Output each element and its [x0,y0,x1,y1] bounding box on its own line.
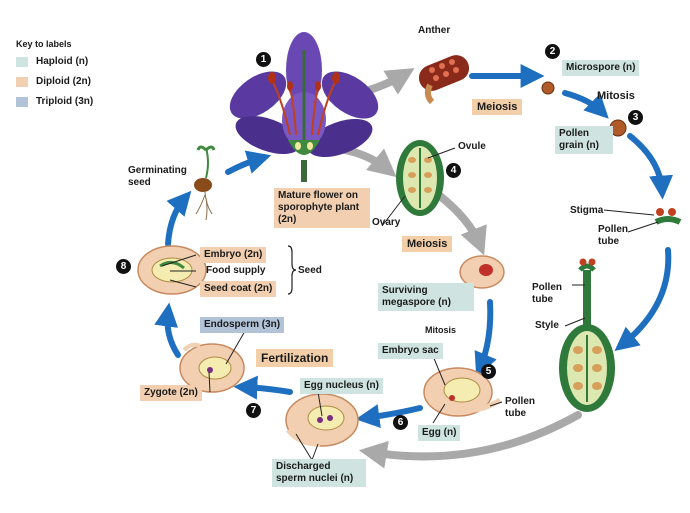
key-title: Key to labels [16,38,72,50]
gray-arrow-flower-to-ovule [345,150,388,170]
surviving-megaspore-label: Surviving megaspore (n) [378,283,474,311]
step-5-badge: 5 [481,364,496,379]
pollen-grain-label: Pollen grain (n) [555,126,613,154]
egg-nucleus-label: Egg nucleus (n) [300,378,383,394]
key-swatch-triploid [16,97,28,107]
step-6-badge: 6 [393,415,408,430]
step-3-badge: 3 [628,110,643,125]
seed-coat-label: Seed coat (2n) [200,281,276,297]
step-4-badge: 4 [446,163,461,178]
key-swatch-haploid [16,57,28,67]
anther-illustration [415,51,473,102]
key-label-triploid: Triploid (3n) [36,96,93,108]
anther-label: Anther [418,25,450,37]
step-8-badge: 8 [116,259,131,274]
fertilization-illustration [286,394,358,446]
mitosis-mid-label: Mitosis [425,324,456,336]
microspore-illustration [542,82,554,94]
arrow-stigma-to-style [622,250,668,345]
seed-brace [288,246,296,294]
mitosis-top-label: Mitosis [597,90,635,102]
stigma-illustration [656,208,680,222]
meiosis-top-label: Meiosis [472,99,522,115]
ovary-label: Ovary [372,217,400,229]
embryo-sac-label: Embryo sac [378,343,443,359]
discharged-sperm-label: Discharged sperm nuclei (n) [272,459,366,487]
key-label-haploid: Haploid (n) [36,56,88,68]
arrow-sac-to-fert [365,408,420,418]
egg-label: Egg (n) [418,425,460,441]
arrow-seed-to-germinate [168,198,185,244]
ovary-style-illustration [559,259,615,413]
pollen-tube-3-label: Pollen tube [505,396,541,420]
arrow-pollen-to-stigma [630,136,662,190]
step-7-badge: 7 [246,403,261,418]
arrow-zygote-to-seed [167,312,178,355]
embryo-label: Embryo (2n) [200,247,266,263]
key-label-diploid: Diploid (2n) [36,76,91,88]
seed-label: Seed [298,265,322,277]
pollen-tube-1-label: Pollen tube [598,224,632,248]
mature-flower-illustration [221,32,386,182]
ovule-label: Ovule [458,141,486,153]
mature-flower-label: Mature flower on sporophyte plant (2n) [274,188,370,228]
style-label: Style [535,320,559,332]
germinating-seed-label: Germinating seed [128,165,188,189]
arrow-megaspore-to-sac [480,302,490,368]
ovule-illustration [396,140,444,216]
stigma-label: Stigma [570,205,603,217]
key-swatch-diploid [16,77,28,87]
step-1-badge: 1 [256,52,271,67]
pollen-tube-2-label: Pollen tube [532,282,566,306]
arrow-germinate-to-flower [228,158,262,172]
step-2-badge: 2 [545,44,560,59]
food-supply-label: Food supply [206,265,265,277]
zygote-label: Zygote (2n) [140,385,202,401]
endosperm-label: Endosperm (3n) [200,317,284,333]
fertilization-label: Fertilization [256,349,333,367]
microspore-label: Microspore (n) [562,60,639,76]
meiosis-mid-label: Meiosis [402,236,452,252]
germinating-seed-illustration [194,147,214,220]
arrow-fert-to-zygote [243,387,290,392]
